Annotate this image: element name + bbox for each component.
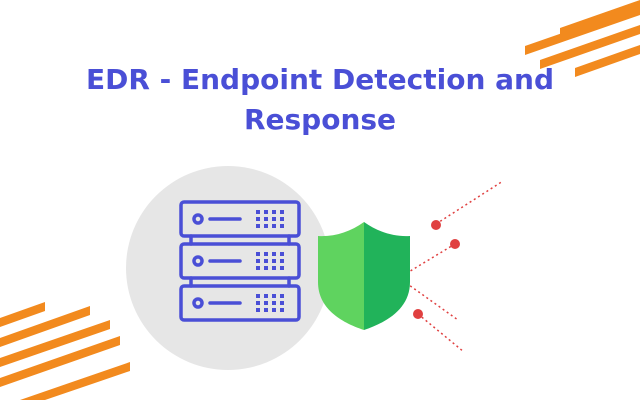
threat-dot (431, 220, 441, 230)
server-vents (256, 210, 284, 312)
stripe (0, 306, 90, 347)
threat-line (401, 279, 459, 321)
stripe (525, 6, 640, 55)
stripe (0, 336, 120, 387)
server-rack-icon (179, 200, 301, 322)
title-line-1: EDR - Endpoint Detection and (85, 63, 555, 96)
shield-icon (318, 222, 410, 330)
stripe (575, 45, 640, 77)
threat-dot (413, 309, 423, 319)
stripe (20, 362, 130, 400)
threat-dot (450, 239, 460, 249)
threat-line (435, 180, 504, 225)
page-title: EDR - Endpoint Detection and Response (0, 60, 640, 140)
threat-lines (401, 180, 504, 353)
stripe (0, 302, 45, 327)
stripes-top-right (525, 0, 640, 77)
stripe (540, 25, 640, 69)
stripes-bottom-left (0, 302, 130, 400)
threat-dots (413, 220, 460, 319)
stripe (0, 320, 110, 367)
threat-line (417, 313, 465, 353)
title-line-2: Response (243, 103, 397, 136)
threat-line (401, 243, 456, 277)
